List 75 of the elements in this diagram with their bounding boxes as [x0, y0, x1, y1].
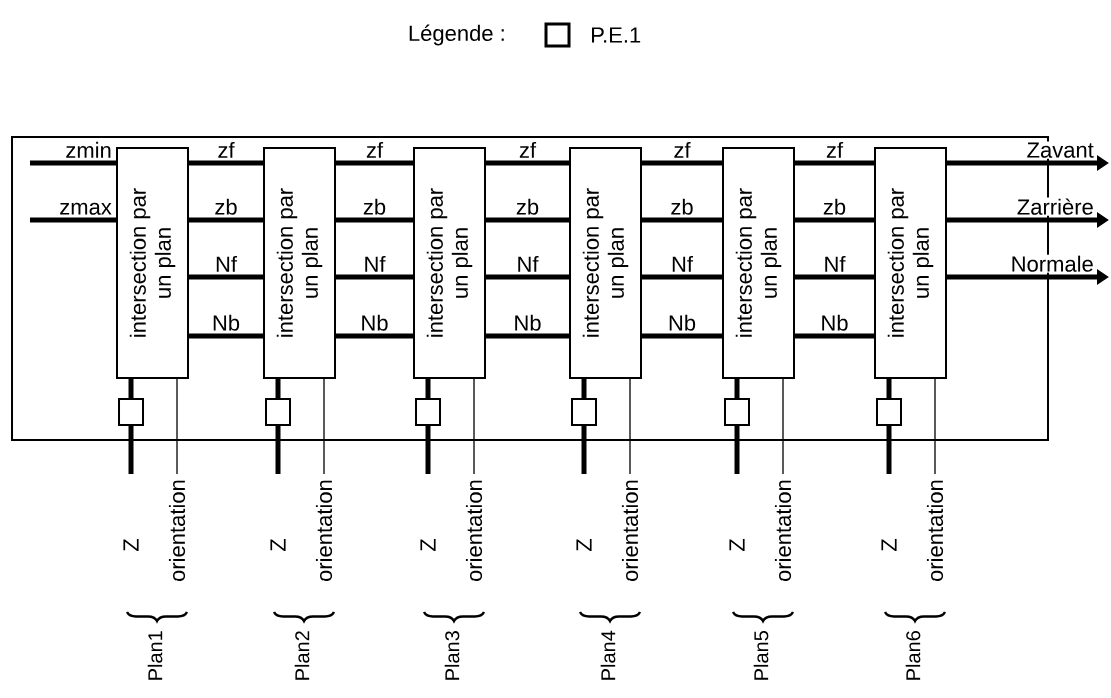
line — [782, 378, 784, 475]
plan-label: Plan1 — [147, 631, 163, 680]
line — [30, 217, 116, 223]
line — [336, 333, 413, 339]
line — [336, 217, 413, 223]
line — [795, 333, 874, 339]
edge-label: Z — [270, 538, 286, 551]
edge-label: orientation — [621, 480, 639, 581]
edge-label: orientation — [465, 480, 483, 581]
line — [189, 160, 263, 166]
edge-label: Z — [576, 538, 592, 551]
line — [425, 379, 431, 398]
element-box — [571, 398, 597, 426]
line — [486, 333, 569, 339]
element-box — [265, 398, 291, 426]
line — [275, 426, 281, 474]
line — [473, 378, 475, 475]
line — [642, 333, 722, 339]
plan-label: Plan6 — [905, 631, 921, 680]
process-box: intersection par un plan — [116, 147, 189, 379]
line — [642, 274, 722, 280]
edge-label: orientation — [315, 480, 333, 581]
edge-label: Z — [123, 538, 139, 551]
process-box: intersection par un plan — [722, 147, 795, 379]
edge-label: orientation — [926, 480, 944, 581]
line — [486, 160, 569, 166]
line — [934, 378, 936, 475]
element-box — [876, 398, 902, 426]
line — [189, 333, 263, 339]
process-box: intersection par un plan — [413, 147, 486, 379]
line — [629, 378, 631, 475]
line — [128, 426, 134, 474]
line — [734, 426, 740, 474]
line — [642, 160, 722, 166]
edge-label: Zarrière — [1015, 197, 1095, 216]
plan-label: Plan5 — [753, 631, 769, 680]
line — [486, 274, 569, 280]
edge-label: Zavant — [1025, 141, 1095, 159]
edge-label: orientation — [774, 480, 792, 581]
line — [323, 378, 325, 475]
line — [581, 426, 587, 474]
edge-label: Z — [420, 538, 436, 551]
plan-label: Plan3 — [444, 631, 460, 680]
legend-heading: Légende : — [409, 24, 504, 46]
line — [795, 274, 874, 280]
edge-label: orientation — [168, 480, 186, 581]
edge-label: Z — [729, 538, 745, 551]
edge-label: Z — [881, 538, 897, 551]
line — [486, 217, 569, 223]
process-box: intersection par un plan — [263, 147, 336, 379]
process-box: intersection par un plan — [874, 147, 947, 379]
line — [425, 426, 431, 474]
line — [795, 160, 874, 166]
element-box — [415, 398, 441, 426]
process-box: intersection par un plan — [569, 147, 642, 379]
plan-label: Plan4 — [600, 630, 616, 680]
line — [886, 426, 892, 474]
element-box — [118, 398, 144, 426]
line — [189, 274, 263, 280]
line — [336, 274, 413, 280]
plan-label: Plan2 — [294, 631, 310, 680]
line — [189, 217, 263, 223]
line — [336, 160, 413, 166]
line — [30, 160, 116, 166]
line — [581, 379, 587, 398]
line — [642, 217, 722, 223]
line — [886, 379, 892, 398]
line — [128, 379, 134, 398]
line — [734, 379, 740, 398]
legend-label: P.E.1 — [592, 27, 641, 43]
line — [795, 217, 874, 223]
line — [275, 379, 281, 398]
edge-label: Normale — [1009, 254, 1095, 273]
line — [176, 378, 178, 475]
element-box — [724, 398, 750, 426]
